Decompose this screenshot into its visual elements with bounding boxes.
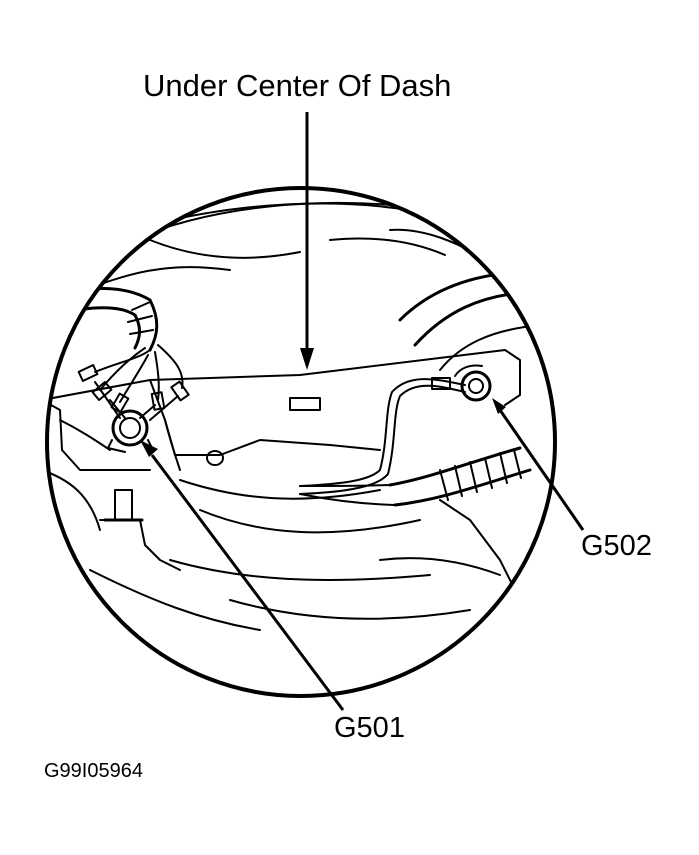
detail-circle-outline: [45, 186, 557, 698]
figure-id: G99I05964: [44, 760, 143, 782]
location-title: Under Center Of Dash: [143, 68, 452, 103]
callout-g501: G501: [334, 712, 405, 744]
dash-underside-sketch: [47, 202, 541, 631]
g502-leader-arrow: [492, 398, 585, 531]
callout-g502: G502: [581, 530, 652, 562]
g501-leader-arrow: [140, 440, 345, 711]
title-arrow: [300, 112, 314, 370]
